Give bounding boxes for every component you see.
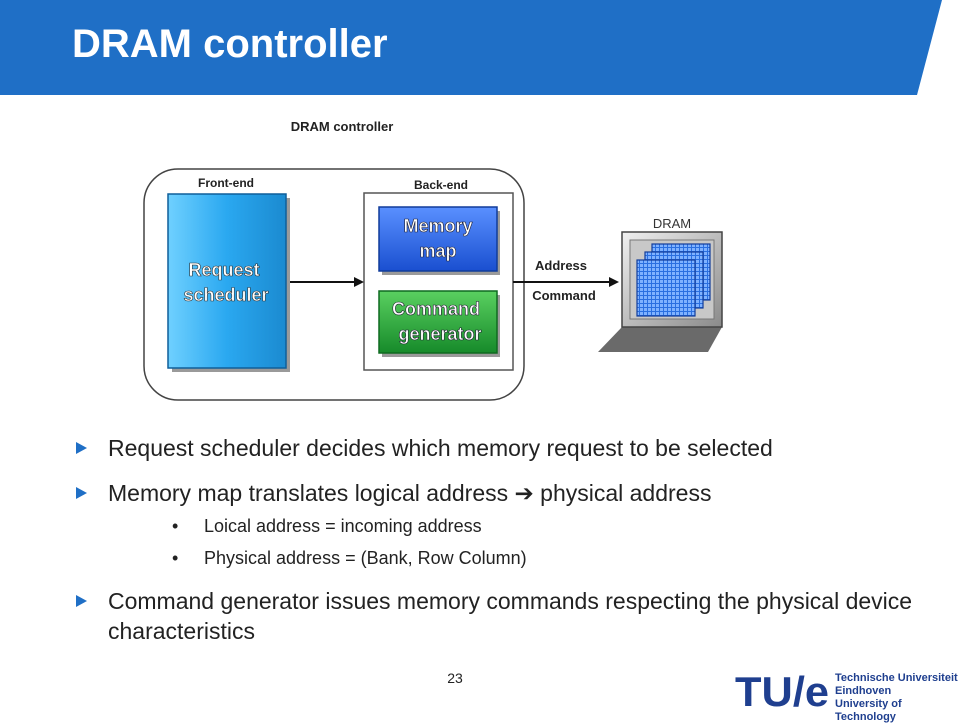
cmdgen-label-line1: Command [392, 299, 480, 319]
bullet-text: Request scheduler decides which memory r… [108, 435, 773, 461]
bullet-memory-map: Memory map translates logical address ➔ … [76, 478, 916, 508]
slide-title: DRAM controller [72, 22, 388, 66]
cmdgen-block [378, 290, 498, 354]
dram-label: DRAM [653, 216, 691, 231]
bullet-scheduler: Request scheduler decides which memory r… [76, 433, 916, 463]
logo-line3: University of Technology [835, 698, 902, 723]
controller-label: DRAM controller [291, 119, 394, 134]
scheduler-label-line1: Request [188, 260, 259, 280]
bullet-dot-icon: • [172, 516, 179, 536]
subbullet-physical-address: • Physical address = (Bank, Row Column) [76, 546, 916, 570]
frontend-label: Front-end [198, 176, 254, 190]
memmap-block [378, 206, 498, 272]
logo-mark: TU/e [735, 668, 829, 714]
title-bar-shape [0, 0, 942, 95]
backend-label: Back-end [414, 178, 468, 192]
bullet-arrow-icon [76, 442, 87, 454]
scheduler-to-backend-arrowhead [354, 277, 364, 287]
subbullet-logical-address: • Loical address = incoming address [76, 514, 916, 538]
cmdgen-label-line2: generator [398, 324, 481, 344]
backend-to-dram-arrowhead [609, 277, 619, 287]
bullet-arrow-icon [76, 487, 87, 499]
bullet-text: Command generator issues memory commands… [108, 588, 913, 644]
memmap-label-line1: Memory [403, 216, 472, 236]
bullet-command-generator: Command generator issues memory commands… [76, 586, 916, 646]
memmap-label-line2: map [419, 241, 456, 261]
bullet-dot-icon: • [172, 548, 179, 568]
logo-text: Technische Universiteit Eindhoven Univer… [835, 672, 960, 724]
logo-line2: Eindhoven [835, 685, 892, 697]
bullet-text: Memory map translates logical address ➔ … [108, 480, 712, 506]
command-label: Command [532, 288, 596, 303]
title-bar: DRAM controller [0, 0, 960, 95]
address-label: Address [535, 258, 587, 273]
bullet-list: Request scheduler decides which memory r… [76, 433, 916, 646]
subbullet-text: Loical address = incoming address [204, 516, 482, 536]
bullet-arrow-icon [76, 595, 87, 607]
scheduler-label-line2: scheduler [183, 285, 268, 305]
tue-logo-icon: TU/e [735, 668, 829, 714]
dram-chip-front [636, 259, 696, 317]
dram-shadow [598, 327, 722, 352]
page-number: 23 [447, 670, 463, 686]
scheduler-block [167, 193, 287, 369]
subbullet-text: Physical address = (Bank, Row Column) [204, 548, 527, 568]
logo-line1: Technische Universiteit [835, 672, 958, 684]
